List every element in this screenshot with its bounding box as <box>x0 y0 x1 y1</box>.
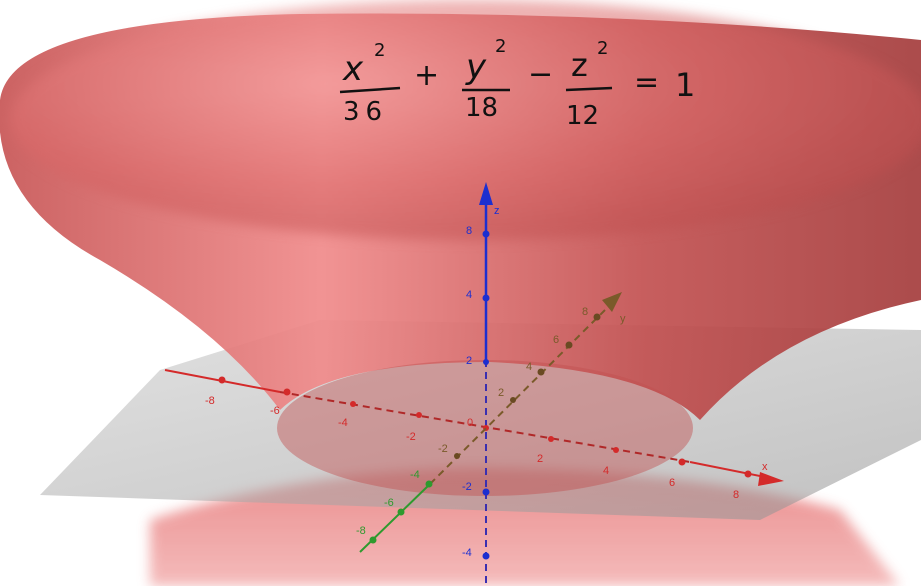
x-tick-6: 6 <box>669 477 675 489</box>
svg-text:18: 18 <box>465 93 498 123</box>
equation-minus: − <box>528 57 553 92</box>
svg-text:x: x <box>342 49 364 89</box>
z-tick-2: 2 <box>466 355 472 367</box>
x-axis-label: x <box>762 461 768 473</box>
y-tick-neg8: -8 <box>356 525 366 537</box>
z-tick-4: 4 <box>466 289 472 301</box>
equation-term-x: x 2 36 <box>339 40 401 127</box>
z-axis: z 8 4 2 -2 -4 <box>462 182 500 586</box>
x-tick-8: 8 <box>733 489 739 501</box>
x-tick-neg2: -2 <box>406 431 416 443</box>
z-axis-arrow-icon <box>479 182 493 205</box>
svg-text:36: 36 <box>343 97 388 127</box>
x-tick-4: 4 <box>603 465 609 477</box>
svg-text:2: 2 <box>495 36 506 57</box>
svg-text:2: 2 <box>597 38 608 59</box>
equation-rhs: 1 <box>675 66 695 104</box>
equation-plus: + <box>414 58 439 93</box>
y-tick-4: 4 <box>526 361 532 373</box>
equation-term-z: z 2 12 <box>565 38 613 131</box>
svg-text:12: 12 <box>566 101 599 131</box>
y-tick-neg4: -4 <box>410 469 420 481</box>
x-axis: x -8 -6 -4 -2 0 2 4 6 8 <box>164 369 784 501</box>
y-tick-8: 8 <box>582 306 588 318</box>
y-tick-neg6: -6 <box>384 497 394 509</box>
y-tick-neg2: -2 <box>438 443 448 455</box>
y-axis-label: y <box>620 313 626 325</box>
z-axis-label: z <box>494 205 500 217</box>
equation-term-y: y 2 18 <box>462 36 510 123</box>
x-tick-0: 0 <box>467 417 473 429</box>
y-tick-2: 2 <box>498 387 504 399</box>
x-tick-2: 2 <box>537 453 543 465</box>
x-tick-neg6: -6 <box>270 405 280 417</box>
y-tick-6: 6 <box>553 334 559 346</box>
hyperboloid-surface <box>0 0 921 496</box>
x-tick-neg8: -8 <box>205 395 215 407</box>
equation-equals: = <box>634 65 659 100</box>
svg-text:z: z <box>571 46 588 84</box>
svg-text:y: y <box>465 47 487 87</box>
svg-text:2: 2 <box>374 40 385 61</box>
y-axis-arrow-icon <box>602 292 622 312</box>
x-tick-neg4: -4 <box>338 417 348 429</box>
handwritten-equation: x 2 36 + y 2 18 − z 2 12 = 1 <box>339 36 695 131</box>
z-tick-8: 8 <box>466 225 472 237</box>
z-tick-neg2: -2 <box>462 481 472 493</box>
x-axis-arrow-icon <box>758 472 784 486</box>
z-tick-neg4: -4 <box>462 547 472 559</box>
y-axis: y -8 -6 -4 -2 2 4 6 8 <box>356 292 626 553</box>
